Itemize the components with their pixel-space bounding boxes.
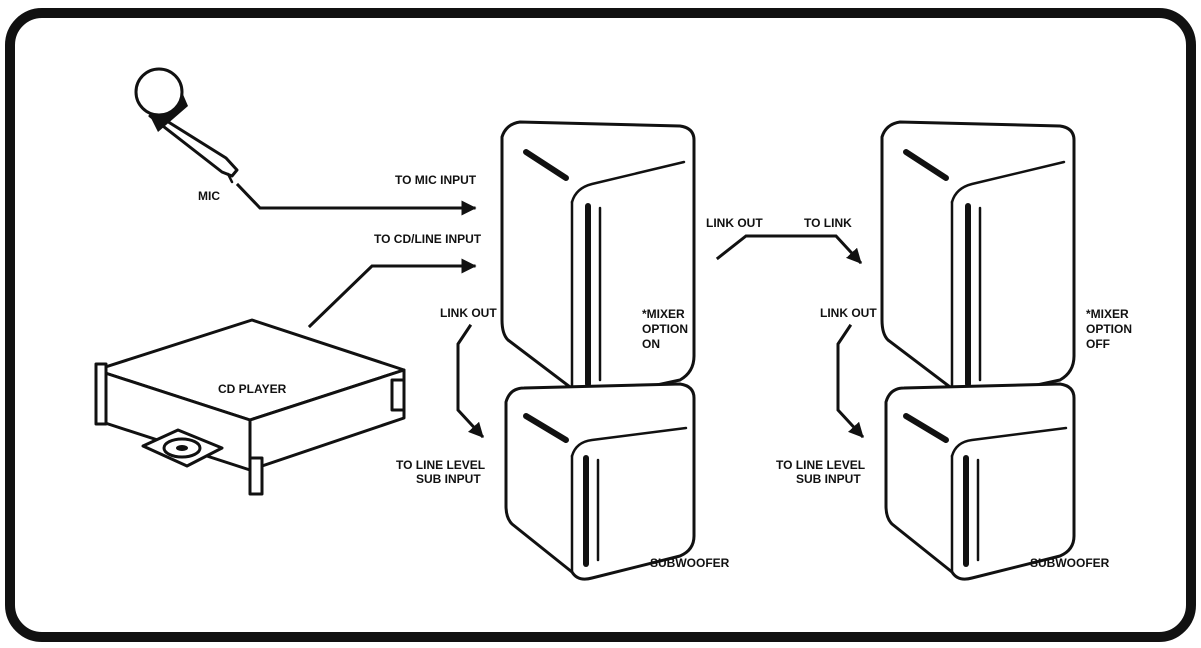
label-mixer-on-3: ON — [642, 337, 660, 351]
label-to-cd-line-input: TO CD/LINE INPUT — [374, 232, 482, 246]
label-mixer-off-1: *MIXER — [1086, 307, 1129, 321]
label-link-out-top: LINK OUT — [706, 216, 763, 230]
label-to-mic-input: TO MIC INPUT — [395, 173, 477, 187]
speaker-icon — [500, 120, 696, 401]
sub-link-arrow-right — [836, 323, 865, 439]
label-mixer-off-2: OPTION — [1086, 322, 1132, 336]
label-link-out-left: LINK OUT — [440, 306, 497, 320]
mic-cable-arrow — [235, 182, 477, 216]
label-sub-input-right: SUB INPUT — [796, 472, 861, 486]
cd-player-icon — [94, 318, 406, 496]
label-to-line-level-left: TO LINE LEVEL — [396, 458, 485, 472]
sub-link-arrow-left — [456, 323, 485, 439]
link-cable-arrow — [715, 234, 863, 265]
label-to-link: TO LINK — [804, 216, 852, 230]
label-link-out-right: LINK OUT — [820, 306, 877, 320]
label-to-line-level-right: TO LINE LEVEL — [776, 458, 865, 472]
label-mic: MIC — [198, 189, 220, 203]
label-subwoofer-left: SUBWOOFER — [650, 556, 730, 570]
label-cd-player: CD PLAYER — [218, 382, 287, 396]
subwoofer-icon — [504, 382, 696, 581]
label-mixer-on-1: *MIXER — [642, 307, 685, 321]
microphone-icon — [134, 67, 239, 184]
subwoofer-icon — [884, 382, 1076, 581]
label-mixer-on-2: OPTION — [642, 322, 688, 336]
cd-cable-arrow — [307, 258, 477, 329]
label-sub-input-left: SUB INPUT — [416, 472, 481, 486]
label-subwoofer-right: SUBWOOFER — [1030, 556, 1110, 570]
label-mixer-off-3: OFF — [1086, 337, 1110, 351]
speaker-icon — [880, 120, 1076, 401]
